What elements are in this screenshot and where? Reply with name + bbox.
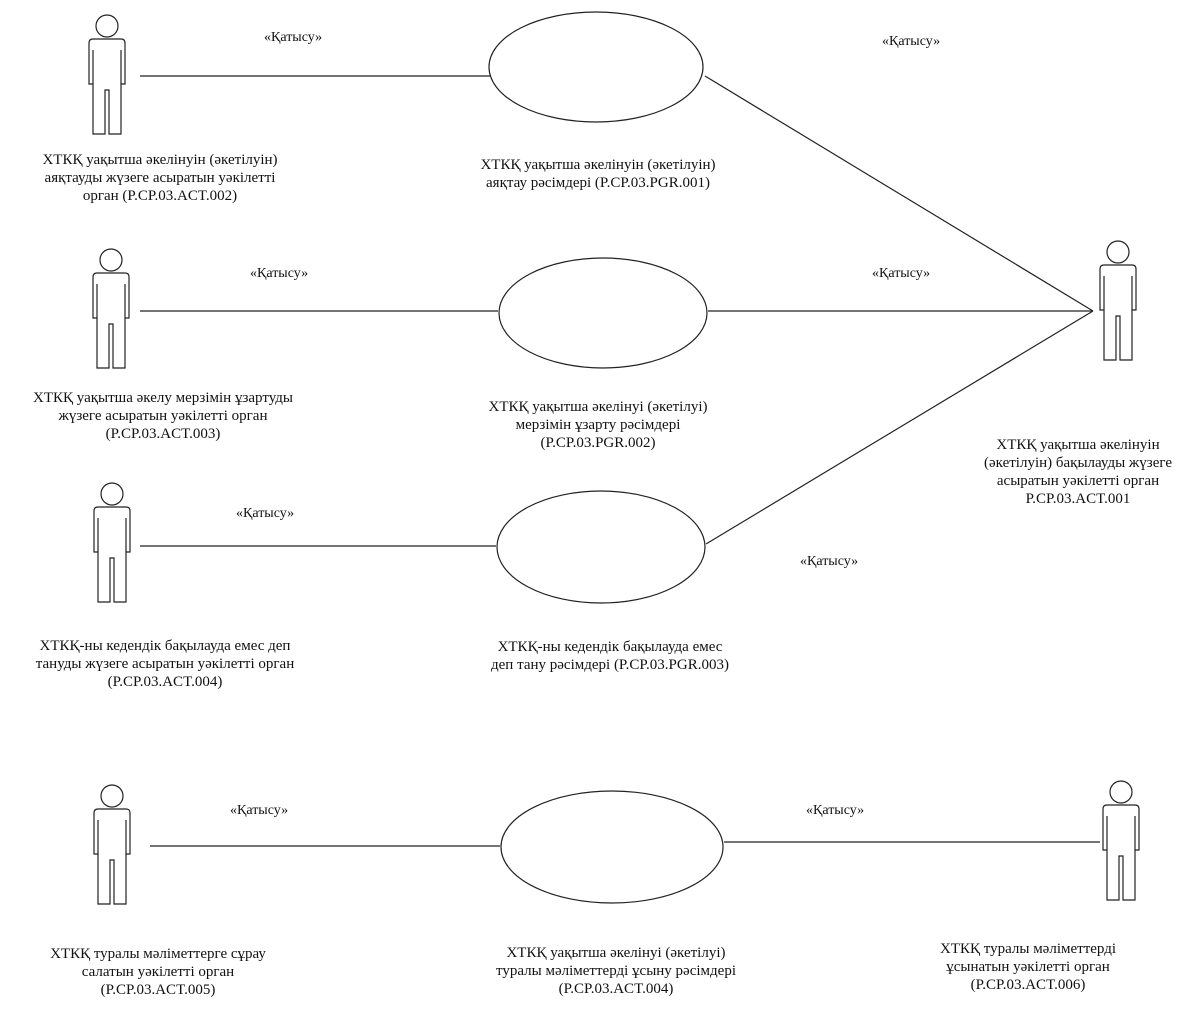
actor-label-line: ХТКҚ туралы мәліметтерді	[939, 941, 1117, 957]
use-case-label-line: деп тану рәсімдері (P.CP.03.PGR.003)	[491, 657, 729, 673]
actor-label-act006: ХТКҚ туралы мәліметтерді ұсынатын уәкіле…	[940, 940, 1116, 994]
actor-icon	[1102, 780, 1140, 901]
actor-label-line: ұсынатын уәкілетті орган	[946, 959, 1110, 975]
actor-label-line: (P.CP.03.ACT.003)	[105, 426, 221, 442]
use-case-label-line: туралы мәліметтерді ұсыну рәсімдері	[496, 963, 736, 979]
use-case-ellipse	[496, 490, 706, 604]
actor-label-line: (P.CP.03.ACT.004)	[107, 674, 223, 690]
use-case-ellipse	[498, 257, 708, 369]
stereotype-label: «Қатысу»	[806, 803, 865, 818]
actor-label-line: салатын уәкілетті орган	[81, 964, 235, 980]
stereotype-label: «Қатысу»	[250, 266, 309, 281]
stereotype-label: «Қатысу»	[230, 803, 289, 818]
use-case-label-line: (P.CP.03.PGR.002)	[540, 435, 656, 451]
use-case-ellipse	[500, 790, 724, 904]
use-case-label-pgr002: ХТКҚ уақытша әкелінуі (әкетілуі) мерзімі…	[488, 398, 707, 452]
actor-label-line: (әкетілуін) бақылауды жүзеге	[984, 455, 1172, 471]
use-case-label-line: аяқтау рәсімдері (P.CP.03.PGR.001)	[486, 175, 710, 191]
actor-label-line: тануды жүзеге асыратын уәкілетті орган	[35, 656, 295, 672]
actor-label-line: (P.CP.03.ACT.005)	[100, 982, 216, 998]
actor-label-line: жүзеге асыратын уәкілетті орган	[58, 408, 268, 424]
association-line	[705, 310, 1094, 545]
stereotype-label: «Қатысу»	[800, 554, 859, 569]
actor-label-line: ХТКҚ уақытша әкелінуін	[996, 437, 1160, 453]
actor-label-act004: ХТКҚ-ны кедендік бақылауда емес деп тану…	[36, 637, 294, 691]
actor-label-act001: ХТКҚ уақытша әкелінуін (әкетілуін) бақыл…	[984, 436, 1172, 508]
stereotype-label: «Қатысу»	[882, 34, 941, 49]
actor-label-line: асыратын уәкілетті орган	[996, 473, 1160, 489]
actor-icon	[92, 248, 130, 369]
actor-icon	[88, 14, 126, 135]
actor-label-line: ХТКҚ-ны кедендік бақылауда емес деп	[39, 638, 291, 654]
actor-label-act005: ХТКҚ туралы мәліметтерге сұрау салатын у…	[50, 945, 266, 999]
actor-label-line: ХТКҚ туралы мәліметтерге сұрау	[50, 946, 266, 962]
actor-label-act002: ХТКҚ уақытша әкелінуін (әкетілуін) аяқта…	[42, 151, 277, 205]
actor-label-line: аяқтауды жүзеге асыратын уәкілетті	[44, 170, 276, 186]
actor-label-line: (P.CP.03.ACT.006)	[970, 977, 1086, 993]
actor-icon	[93, 784, 131, 905]
use-case-label-line: ХТКҚ-ны кедендік бақылауда емес	[497, 639, 723, 655]
actor-label-line: ХТКҚ уақытша әкелінуін (әкетілуін)	[42, 152, 278, 168]
stereotype-label: «Қатысу»	[872, 266, 931, 281]
association-line	[704, 75, 1094, 312]
actor-icon	[93, 482, 131, 603]
use-case-label-line: ХТКҚ уақытша әкелінуі (әкетілуі)	[506, 945, 726, 961]
actor-icon	[1099, 240, 1137, 361]
use-case-ellipse	[488, 11, 704, 123]
use-case-label-line: мерзімін ұзарту рәсімдері	[515, 417, 681, 433]
use-case-label-act004: ХТКҚ уақытша әкелінуі (әкетілуі) туралы …	[496, 944, 736, 998]
actor-label-line: орган (P.CP.03.ACT.002)	[82, 188, 238, 204]
use-case-label-pgr001: ХТКҚ уақытша әкелінуін (әкетілуін) аяқта…	[480, 156, 715, 192]
stereotype-label: «Қатысу»	[264, 30, 323, 45]
use-case-label-line: (P.CP.03.ACT.004)	[558, 981, 674, 997]
actor-label-line: ХТКҚ уақытша әкелу мерзімін ұзартуды	[33, 390, 293, 406]
use-case-label-line: ХТКҚ уақытша әкелінуі (әкетілуі)	[488, 399, 708, 415]
actor-label-act003: ХТКҚ уақытша әкелу мерзімін ұзартуды жүз…	[33, 389, 293, 443]
use-case-label-pgr003: ХТКҚ-ны кедендік бақылауда емес деп тану…	[491, 638, 729, 674]
use-case-label-line: ХТКҚ уақытша әкелінуін (әкетілуін)	[480, 157, 716, 173]
actor-label-line: P.CP.03.ACT.001	[1025, 491, 1131, 507]
stereotype-label: «Қатысу»	[236, 506, 295, 521]
